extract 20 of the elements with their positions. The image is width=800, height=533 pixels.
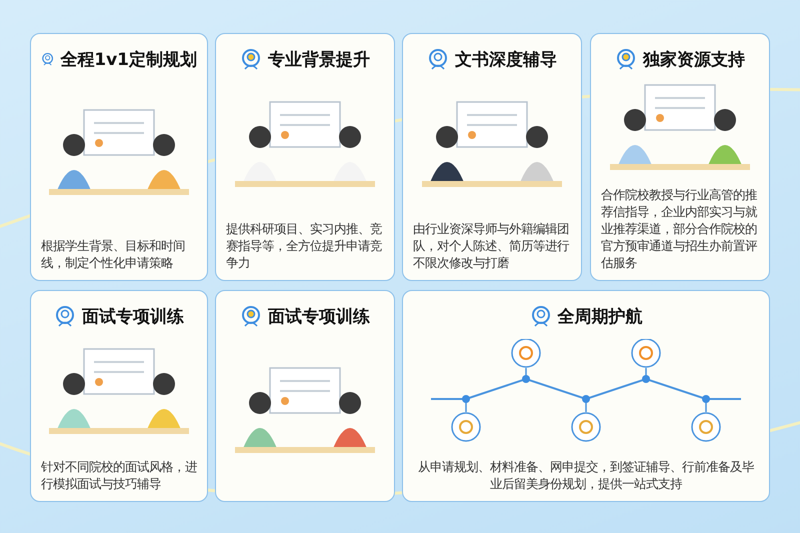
card-description: 根据学生背景、目标和时间线，制定个性化申请策略 (41, 238, 186, 272)
card-title: 全程1v1定制规划 (60, 48, 197, 70)
card-title: 独家资源支持 (643, 48, 745, 70)
service-card (402, 290, 770, 502)
service-card (30, 290, 208, 502)
card-title: 全周期护航 (558, 306, 642, 328)
service-card (30, 33, 208, 281)
card-title: 专业背景提升 (268, 48, 370, 70)
card-title: 面试专项训练 (82, 306, 184, 328)
card-description: 提供科研项目、实习内推、竞赛指导等，全方位提升申请竞争力 (226, 221, 383, 272)
service-card (215, 33, 395, 281)
card-description: 针对不同院校的面试风格，进行模拟面试与技巧辅导 (41, 459, 197, 493)
service-card (215, 290, 395, 502)
service-card (402, 33, 582, 281)
card-description: 从申请规划、材料准备、网申提交，到签证辅导、行前准备及毕业后留美身份规划，提供一站式支持 (417, 459, 755, 493)
card-title: 面试专项训练 (268, 306, 370, 328)
card-description: 由行业资深导师与外籍编辑团队，对个人陈述、简历等进行不限次修改与打磨 (413, 221, 570, 272)
card-title: 文书深度辅导 (455, 48, 557, 70)
card-description: 合作院校教授与行业高管的推荐信指导，企业内部实习与就业推荐渠道，部分合作院校的官方预审通道与招生办前置评估服务 (601, 187, 758, 272)
service-card (590, 33, 770, 281)
